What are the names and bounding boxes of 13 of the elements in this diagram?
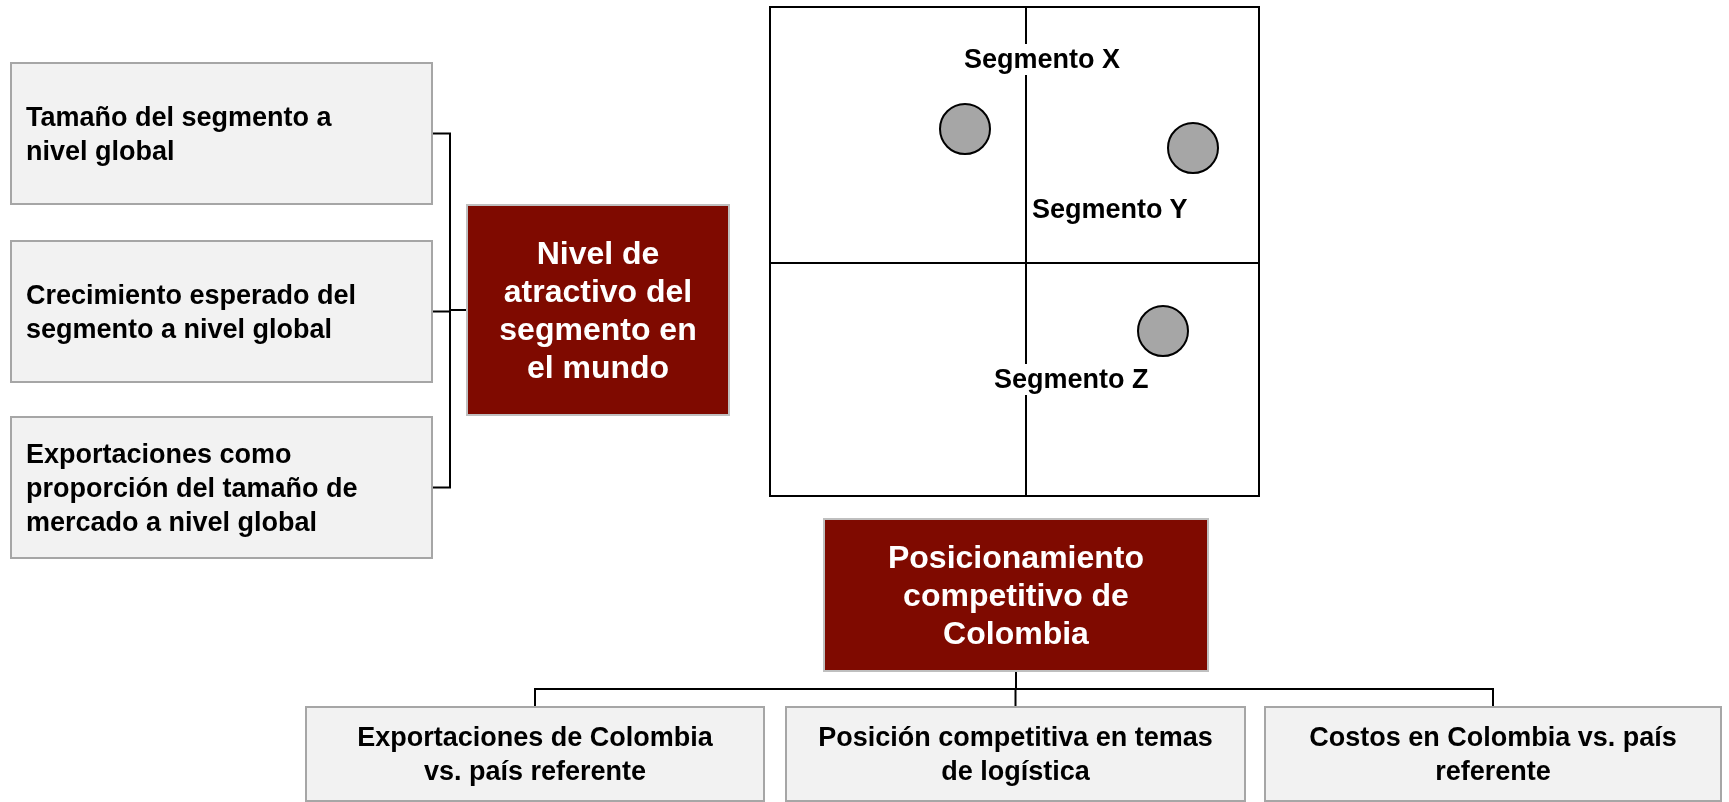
matrix-box	[769, 6, 1260, 497]
criterion-box: Tamaño del segmento a nivel global	[10, 62, 433, 205]
dimension-box: Nivel de atractivo del segmento en el mundo	[466, 204, 730, 416]
criterion-box: Exportaciones como proporción del tamaño de mercado a nivel global	[10, 416, 433, 559]
segment-circle	[1167, 122, 1219, 174]
criterion-box: Crecimiento esperado del segmento a nivel global	[10, 240, 433, 383]
criterion-box: Exportaciones de Colombia vs. país referente	[305, 706, 765, 802]
dimension-box: Posicionamiento competitivo de Colombia	[823, 518, 1209, 672]
segment-circle	[939, 103, 991, 155]
criterion-box: Posición competitiva en temas de logística	[785, 706, 1246, 802]
connector-line	[432, 309, 467, 489]
criterion-box: Costos en Colombia vs. país referente	[1264, 706, 1722, 802]
segment-circle	[1137, 305, 1189, 357]
